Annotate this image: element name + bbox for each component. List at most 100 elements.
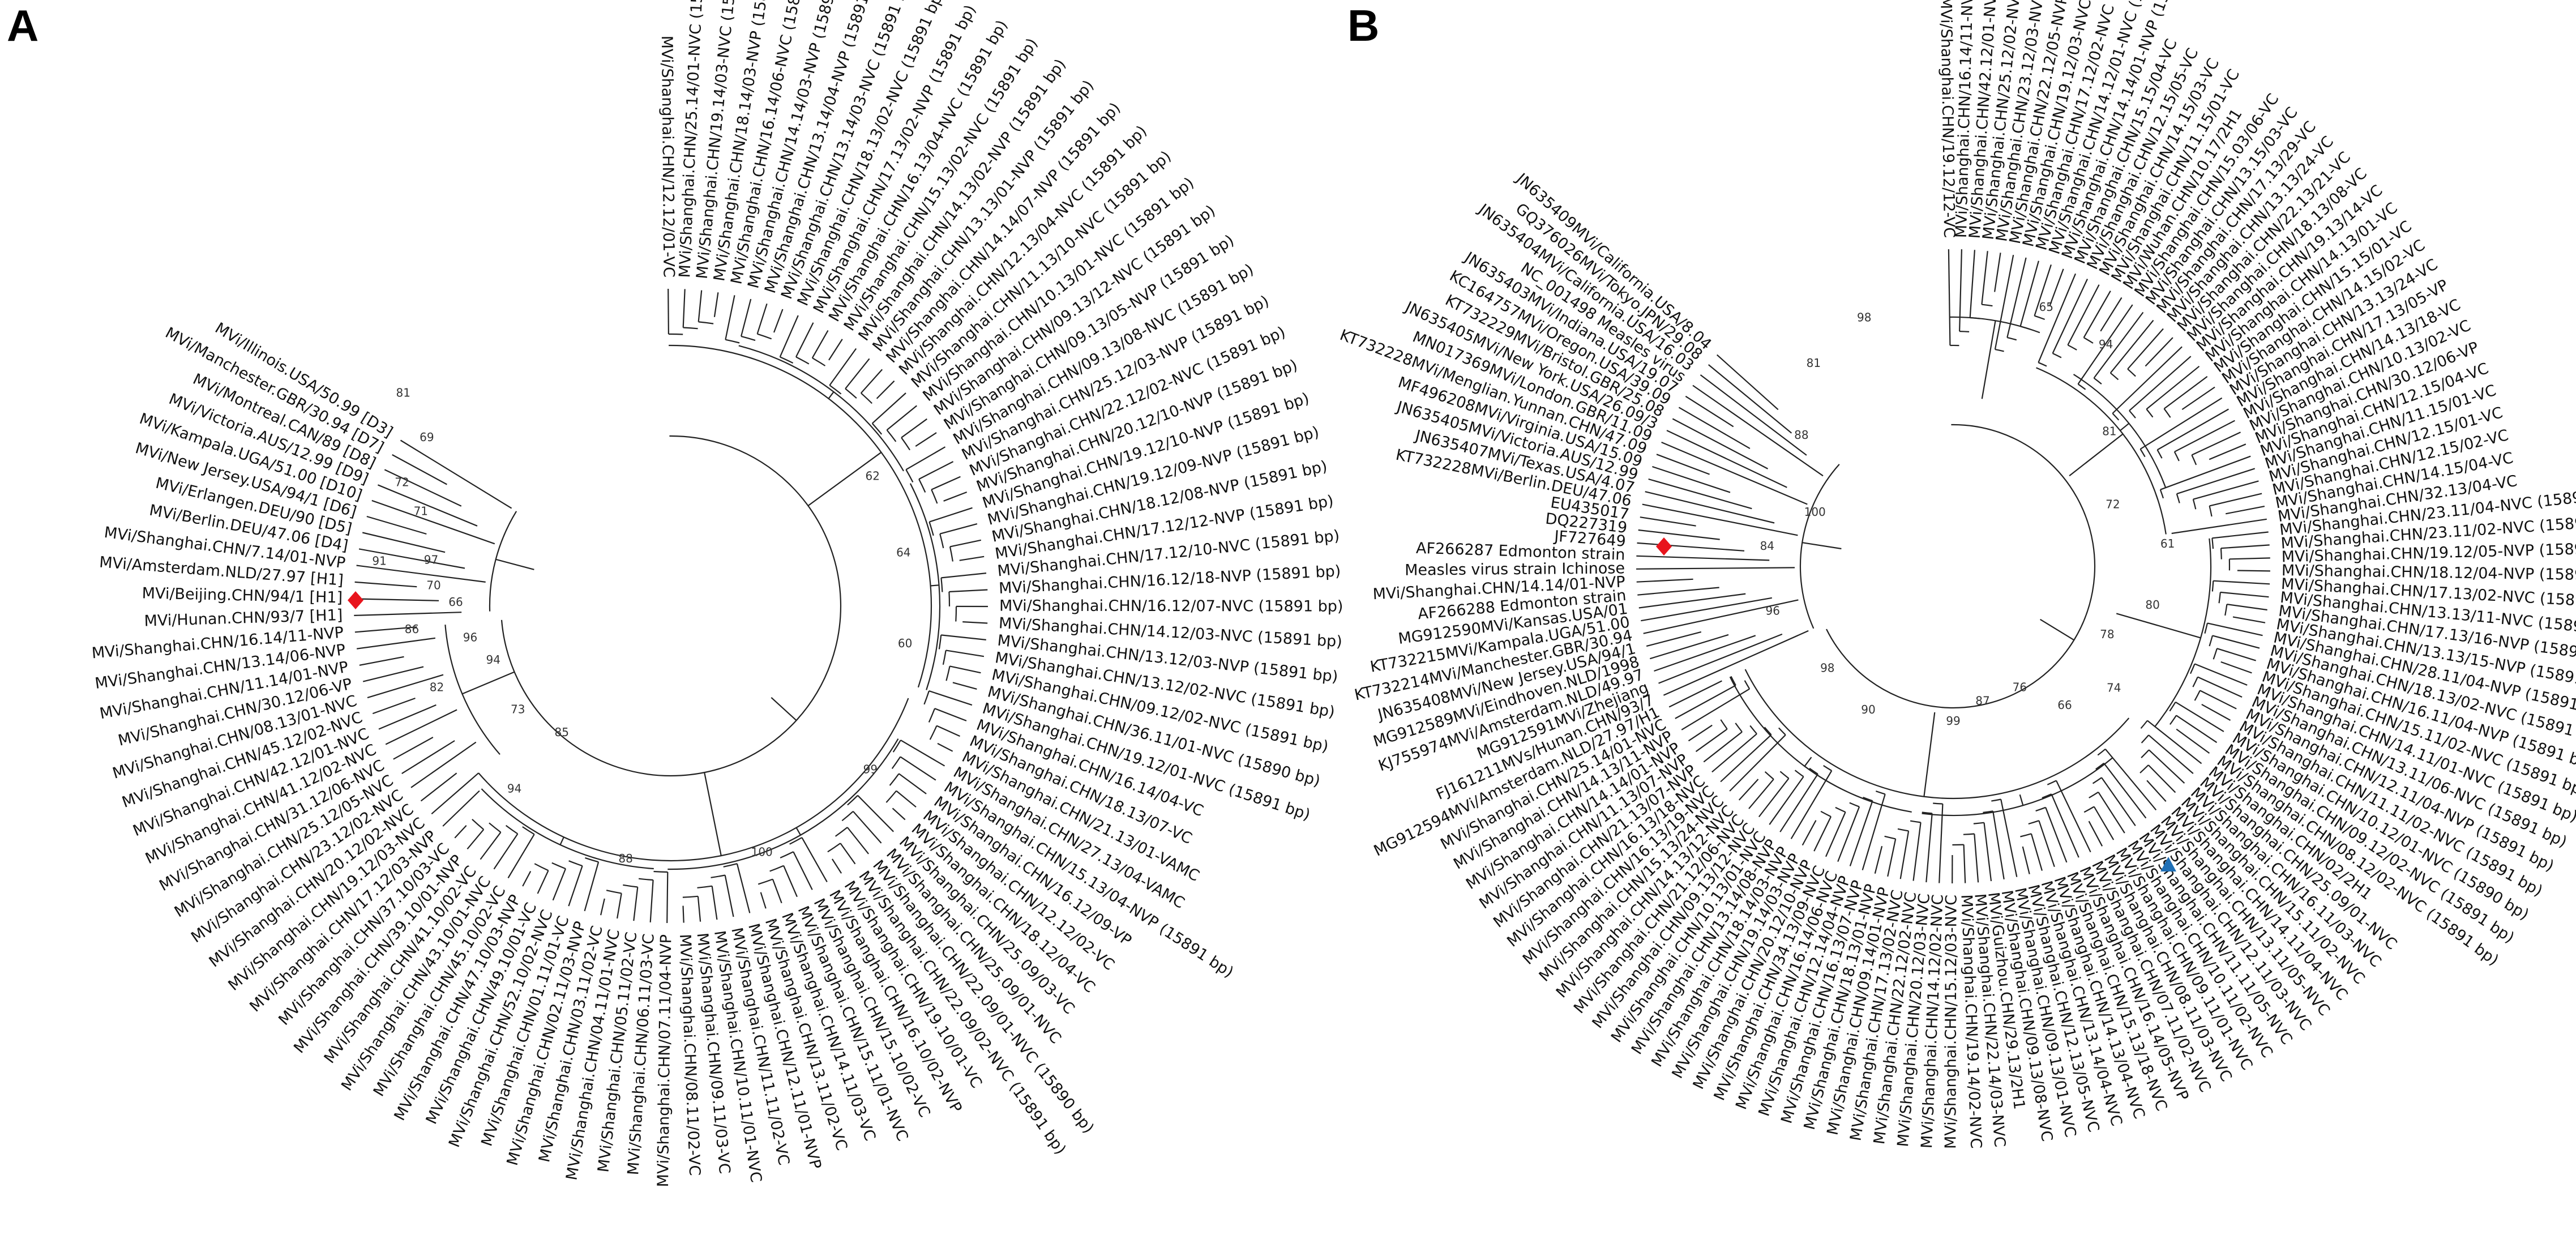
branch-tip — [378, 704, 437, 730]
sister-arc — [2213, 648, 2218, 660]
bootstrap-value: 80 — [2145, 598, 2159, 612]
sister-arc — [845, 388, 857, 399]
sister-arc — [939, 533, 944, 549]
branch-tip — [356, 565, 486, 583]
bootstrap-value: 86 — [405, 622, 419, 636]
sister-arc — [1794, 770, 1804, 777]
sister-arc — [2192, 499, 2197, 510]
branch-tip — [1981, 251, 1988, 305]
panel-b-tree: B MVi/Shanghai.CHN/19.12/12-VCMVi/Shangh… — [1337, 0, 2576, 1149]
branch-tip — [1720, 734, 1772, 783]
branch-tip — [392, 454, 447, 485]
red-diamond-marker — [1656, 537, 1672, 556]
bootstrap-value: 69 — [420, 430, 434, 444]
clade-arc — [1826, 424, 2096, 709]
bootstrap-value: 94 — [486, 653, 500, 667]
branch-tip — [952, 682, 977, 690]
branch-tip — [2030, 833, 2043, 871]
branch-tip — [454, 825, 467, 839]
branch-tip — [945, 650, 985, 657]
bootstrap-value: 87 — [1975, 694, 1989, 708]
sister-arc — [741, 335, 756, 341]
branch-tip — [1638, 529, 1720, 540]
branch-tip — [362, 666, 424, 682]
sister-arc — [1959, 331, 1970, 332]
branch-tip — [2213, 580, 2270, 585]
sister-arc — [1835, 806, 1846, 813]
branch-stem — [2116, 613, 2201, 639]
branch-tip — [857, 794, 894, 832]
branch-tip — [2220, 661, 2252, 674]
branch-tip — [633, 887, 639, 921]
branch-tip — [949, 589, 988, 593]
branch-tip — [649, 879, 654, 922]
branch-tip — [1899, 831, 1910, 879]
branch-tip — [697, 896, 701, 922]
sister-arc — [2146, 408, 2154, 418]
bootstrap-value: 60 — [898, 636, 912, 650]
branch-tip — [1668, 680, 1722, 708]
sister-arc — [2191, 455, 2197, 465]
branch-tip — [941, 572, 987, 579]
sister-arc — [835, 827, 848, 837]
sister-arc — [2176, 493, 2180, 503]
branch-tip — [915, 432, 937, 447]
sister-arc — [534, 863, 549, 871]
leaf-label: Measles virus strain Ichinose — [1405, 559, 1625, 579]
branch-tip — [2197, 676, 2243, 698]
branch-tip — [2019, 260, 2039, 327]
branch-tip — [2147, 720, 2202, 764]
sister-arc — [901, 437, 911, 451]
branch-tip — [2088, 821, 2103, 847]
branch-tip — [779, 315, 799, 357]
bootstrap-value: 99 — [863, 763, 878, 776]
branch-tip — [2146, 780, 2167, 802]
bootstrap-value: 81 — [1807, 356, 1821, 370]
branch-tip — [1645, 491, 1775, 524]
bootstrap-value: 72 — [2106, 497, 2120, 511]
sister-arc — [2163, 408, 2171, 418]
branch-tip — [931, 476, 961, 490]
sister-arc — [1820, 810, 1832, 818]
branch-tip — [793, 851, 813, 890]
bootstrap-value: 96 — [1765, 604, 1779, 617]
branch-tip — [795, 322, 814, 357]
branch-tip — [1779, 774, 1818, 832]
sister-arc — [861, 392, 872, 404]
panel-b-bootstrap-values: 6594817261807874667687999098968410088819… — [1760, 300, 2175, 728]
sister-arc — [1735, 723, 1743, 733]
branch-tip — [2052, 279, 2088, 354]
red-diamond-marker — [348, 591, 363, 609]
branch-tip — [949, 539, 982, 548]
branch-tip — [736, 863, 751, 913]
branch-tip — [1681, 688, 1750, 730]
branch-tip — [2104, 749, 2157, 811]
sister-arc — [1749, 725, 1757, 734]
sister-arc — [478, 772, 489, 784]
branch-tip — [667, 288, 669, 335]
branch-tip — [682, 905, 684, 923]
branch-tip — [366, 515, 427, 535]
branch-tip — [507, 834, 535, 879]
bootstrap-value: 62 — [865, 469, 879, 482]
branch-tip — [371, 499, 495, 545]
branch-tip — [2209, 443, 2246, 460]
clade-arc — [500, 435, 842, 777]
sister-arc — [2141, 734, 2149, 744]
sister-arc — [938, 635, 942, 650]
sister-arc — [2020, 326, 2031, 330]
branch-tip — [1887, 839, 1897, 877]
sister-arc — [2194, 690, 2201, 701]
clade-arc — [1922, 757, 2113, 817]
bootstrap-value: 70 — [426, 579, 440, 592]
branch-stem — [2019, 794, 2024, 806]
branch-tip — [892, 808, 906, 821]
branch-tip — [1654, 635, 1756, 672]
branch-tip — [367, 674, 444, 699]
branch-tip — [773, 309, 784, 333]
branch-tip — [568, 865, 583, 907]
bootstrap-value: 64 — [896, 546, 910, 559]
branch-tip — [1948, 249, 1951, 346]
sister-arc — [847, 794, 858, 806]
bootstrap-value: 76 — [2013, 681, 2027, 694]
